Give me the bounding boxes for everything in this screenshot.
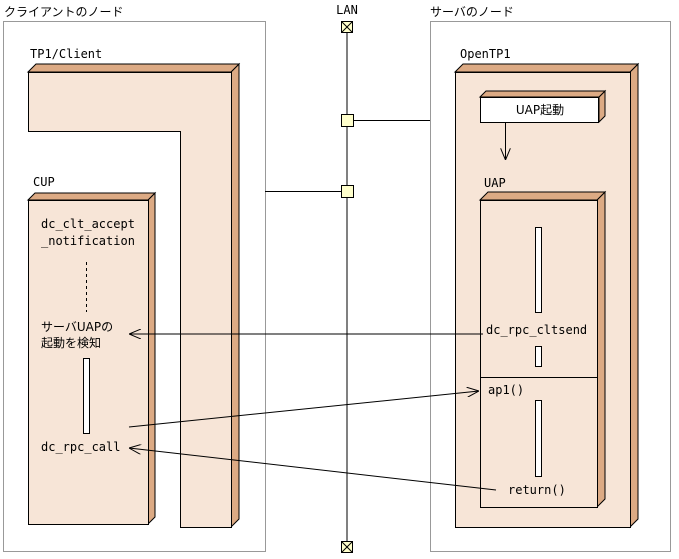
rpc-cltsend-label: dc_rpc_cltsend: [486, 323, 587, 337]
cup-block: [26, 191, 157, 526]
return-arrow: [129, 448, 497, 491]
client-node-frame: [3, 21, 266, 552]
opentp1-label: OpenTP1: [460, 47, 511, 61]
server-node-frame: [430, 21, 671, 552]
uap-start-label: UAP起動: [516, 103, 564, 117]
cup-label: CUP: [33, 175, 55, 189]
client-node-title: クライアントのノード: [4, 5, 124, 19]
tp1-client-block: [26, 62, 241, 528]
uap-start-box: [478, 89, 607, 124]
detect-server-uap-line2: 起動を検知: [41, 336, 101, 350]
uap-activation-bar-1: [535, 227, 542, 313]
server-node-title: サーバのノード: [430, 5, 514, 19]
lan-bottom-terminal: [341, 541, 353, 553]
detect-server-uap-line1: サーバUAPの: [41, 320, 113, 334]
uap-activation-bar-3: [535, 400, 542, 477]
uap-label: UAP: [484, 176, 506, 190]
rpc-call-arrow: [128, 391, 479, 428]
server-connector: [341, 114, 354, 127]
cup-activation-bar: [83, 358, 90, 434]
uap-activation-bar-2: [535, 346, 542, 367]
tp1-client-label: TP1/Client: [30, 47, 102, 61]
lan-label: LAN: [336, 3, 358, 17]
client-connector: [341, 185, 354, 198]
ap1-label: ap1(): [488, 383, 524, 397]
rpc-call-label: dc_rpc_call: [41, 440, 120, 454]
uap-block: [478, 190, 607, 509]
return-label: return(): [508, 483, 566, 497]
lan-top-terminal: [341, 21, 353, 33]
accept-notification-line2: _notification: [41, 234, 135, 248]
accept-notification-line1: dc_clt_accept: [41, 217, 135, 231]
